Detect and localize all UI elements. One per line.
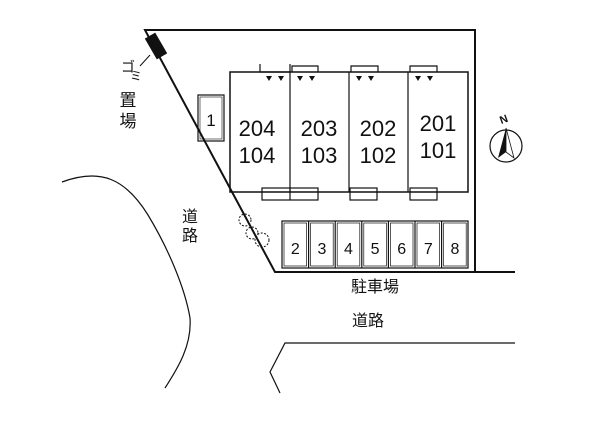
garbage-leader-line [139,54,151,67]
apartment-building: 204 104 203 103 202 102 201 101 [229,64,469,201]
parking-space [443,222,467,267]
room-number-upper: 202 [360,116,397,141]
garbage-char: 場 [120,112,137,132]
room-number-upper: 204 [239,116,276,141]
parking-space [197,94,225,142]
room-number-lower: 101 [420,138,457,163]
parking-row [281,220,469,269]
parking-space-number: 3 [317,241,326,258]
road-char: 道 [182,207,198,226]
north-label: N [498,113,510,127]
left-road-outer-edge [61,175,191,389]
parking-space-number: 6 [397,241,406,258]
room-number-lower: 102 [360,143,397,168]
parking-space-number: 2 [291,241,300,258]
garbage-char: ミ [130,69,142,83]
parking-space-number: 1 [206,111,215,130]
parking-space-number: 7 [424,241,433,258]
entry-arrow-icons [266,76,433,81]
room-number-upper: 201 [420,111,457,136]
room-number-lower: 103 [301,143,338,168]
garbage-station-marker [144,32,168,60]
north-arrow-icon: N [489,113,523,163]
garbage-char: 置 [120,91,137,111]
bottom-steps [261,187,438,201]
room-number-upper: 203 [301,116,338,141]
parking-space-number: 4 [344,241,353,258]
parking-space [336,222,361,267]
parking-space [363,222,387,267]
parking-space [283,222,307,267]
tree-icons [238,213,270,248]
parking-label: 駐車場 [351,277,399,296]
left-road-label: 道 路 [182,207,198,245]
bottom-road-label: 道路 [352,311,384,330]
parking-space [416,222,440,267]
bottom-road-edge [269,342,515,394]
parking-space-number: 8 [450,241,459,258]
balcony-markers [259,64,438,73]
road-char: 路 [182,226,198,245]
garbage-area-label: ゴ ミ 置 場 [120,59,143,132]
garbage-char: ゴ [121,59,135,76]
parking-space [390,222,414,267]
parking-space-number: 5 [371,241,380,258]
room-number-lower: 104 [239,143,276,168]
parking-space [310,222,334,267]
parking-space-inner [199,96,223,140]
